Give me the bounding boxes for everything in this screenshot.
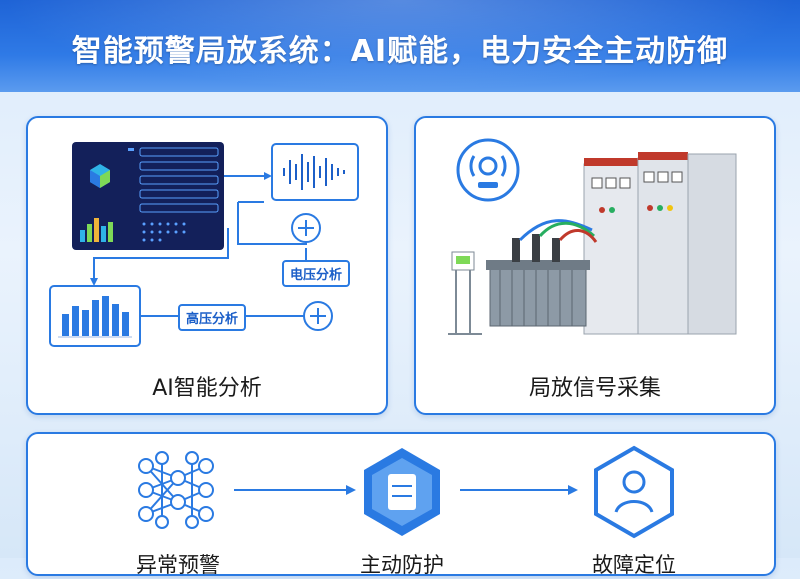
neural-network-icon: [138, 451, 214, 529]
ai-analysis-diagram: [49, 142, 359, 347]
ai-analysis-panel: 电压分析 高压分析 AI智能分析: [26, 116, 388, 415]
voltage-analysis-tag: 电压分析: [282, 260, 351, 287]
signal-acquisition-caption: 局放信号采集: [528, 376, 661, 401]
high-voltage-analysis-tag: 高压分析: [178, 304, 247, 331]
signal-acquisition-panel: 局放信号采集: [414, 116, 776, 415]
step-active-protection: 主动防护: [360, 553, 444, 577]
server-shield-icon: [364, 448, 440, 536]
switchgear-cabinet: [583, 152, 737, 335]
arrow-right-icon: [568, 485, 578, 495]
step-anomaly-warning: 异常预警: [136, 553, 220, 577]
substation-illustration: [448, 138, 737, 335]
sensor-icon: [456, 138, 520, 202]
transformer: [486, 219, 598, 327]
page-title: 智能预警局放系统：AI赋能，电力安全主动防御: [71, 34, 729, 69]
process-flow: [138, 445, 674, 539]
header-banner: [0, 0, 800, 92]
process-steps-panel: 异常预警 主动防护 故障定位: [26, 432, 776, 577]
step-fault-location: 故障定位: [592, 553, 676, 577]
ai-analysis-caption: AI智能分析: [152, 376, 262, 401]
arrow-right-icon: [346, 485, 356, 495]
location-person-icon: [594, 445, 674, 539]
